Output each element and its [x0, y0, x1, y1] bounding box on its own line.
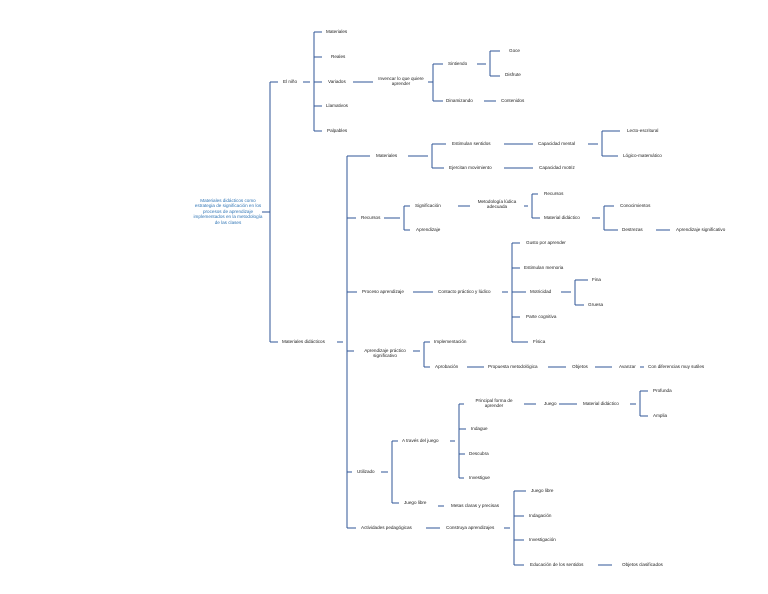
node-diferencias: Con diferencias muy sutiles — [648, 364, 705, 369]
node-invencar: Invencar lo que quiere aprender — [378, 76, 424, 87]
node-estimulan-sentidos: Estimulan sentidos — [452, 141, 491, 146]
node-sintiendo: Sintiendo — [448, 61, 468, 66]
root-node: Materiales didácticos como estrategia de… — [193, 198, 263, 225]
node-investigue: Investigue — [469, 475, 490, 480]
node-ejercitan-movimiento: Ejercitan movimiento — [449, 165, 492, 170]
node-conocimientos: Conocimientos — [620, 203, 651, 208]
node-metodologia-ludica: Metodología lúdica adecuada — [477, 199, 517, 210]
node-logico-matematico: Lógico-matemático — [623, 153, 662, 158]
node-contacto: Contacto práctico y lúdico — [438, 289, 491, 294]
node-propuesta: Propuesta metodológica — [488, 364, 538, 369]
node-indague: Indague — [471, 426, 488, 431]
node-aprendizaje: Aprendizaje — [416, 227, 441, 232]
node-objetos: Objetos — [572, 364, 588, 369]
node-materiales-didacticos: Materiales didácticos — [282, 339, 325, 344]
node-llamativos: Llamativos — [326, 103, 348, 108]
node-juego-libre-2: Juego libre — [531, 488, 554, 493]
node-a-traves-del-juego: A través del juego — [402, 438, 439, 443]
node-fina: Fina — [592, 277, 601, 282]
node-materiales: Materiales — [326, 29, 348, 34]
node-descubra: Descubra — [469, 451, 489, 456]
node-educacion-sentidos: Educación de los sentidos — [530, 562, 584, 567]
node-utilizado: Utilizado — [357, 469, 375, 474]
node-metas: Metas claras y precisas — [451, 503, 499, 508]
node-capacidad-motriz: Capacidad motriz — [539, 165, 575, 170]
node-fisica: Física — [533, 339, 546, 344]
node-principal-forma: Principal forma de aprender — [475, 398, 513, 409]
node-juego-libre: Juego libre — [404, 500, 427, 505]
node-capacidad-mental: Capacidad mental — [538, 141, 576, 146]
node-destrezas: Destrezas — [622, 227, 643, 232]
node-reales: Reales — [331, 54, 346, 59]
node-material-didactico: Material didáctico — [544, 215, 580, 220]
node-aprendizaje-significativo: Aprendizaje significativo — [676, 227, 726, 232]
node-el-nino: El niño — [283, 79, 298, 84]
node-palpables: Palpables — [327, 128, 348, 133]
node-estimulan-memoria: Estimulan memoria — [524, 265, 564, 270]
node-juego: Juego — [544, 401, 557, 406]
node-material-didactico-2: Material didáctico — [583, 401, 619, 406]
node-lecto-escritural: Lecto-escritural — [627, 128, 659, 133]
node-dinamizando: Dinamizando — [446, 98, 473, 103]
node-significacion: Significación — [415, 203, 441, 208]
node-actividades: Actividades pedagógicas — [361, 525, 412, 530]
node-proceso-aprendizaje: Proceso aprendizaje — [362, 289, 404, 294]
node-materiales-2: Materiales — [376, 153, 398, 158]
node-motricidad: Motricidad — [530, 289, 552, 294]
node-disfrute: Disfrute — [505, 72, 521, 77]
node-objetos-clasificados: Objetos clasificados — [622, 562, 663, 567]
node-profunda: Profunda — [653, 388, 672, 393]
node-goce: Goce — [509, 48, 520, 53]
node-investigacion: Investigación — [529, 537, 556, 542]
node-contenidos: Contenidos — [501, 98, 525, 103]
node-gruesa: Gruesa — [588, 302, 604, 307]
node-variados: Variados — [328, 79, 346, 84]
node-recursos-2: Recursos — [544, 191, 564, 196]
node-recursos: Recursos — [361, 215, 381, 220]
node-avanzar: Avanzar — [619, 364, 636, 369]
node-construya: Construya aprendizajes — [446, 525, 495, 530]
node-implementacion: Implementación — [434, 339, 467, 344]
node-parte-cognitiva: Parte cognitiva — [526, 314, 557, 319]
node-indagacion: Indagación — [529, 513, 552, 518]
node-amplia: Amplia — [653, 413, 668, 418]
node-gusto: Gusto por aprender — [526, 240, 566, 245]
node-aprendizaje-practico: Aprendizaje práctico significativo — [364, 348, 406, 359]
node-aprobacion: Aprobación — [435, 364, 459, 369]
